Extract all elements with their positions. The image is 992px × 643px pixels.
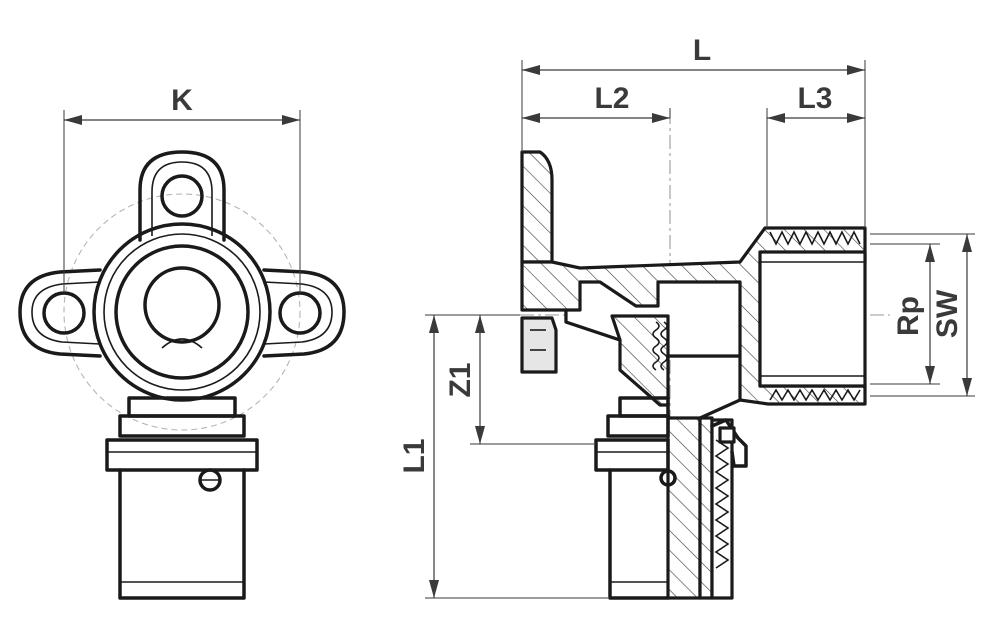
dimension-label-l: L — [693, 34, 711, 67]
body-ring-2 — [103, 233, 261, 391]
o-ring-band — [118, 414, 246, 438]
sleeve-section — [698, 416, 714, 600]
side-inspection-window — [659, 469, 677, 487]
body-bore — [143, 266, 221, 344]
side-press-collar — [594, 438, 670, 472]
press-sleeve — [118, 468, 246, 600]
retaining-clip — [710, 418, 748, 468]
seal-wave-2 — [660, 321, 668, 371]
front-view: K — [18, 84, 346, 600]
flange-outline-hidden — [63, 193, 301, 431]
mounting-ear-left — [18, 268, 102, 358]
grip-teeth — [714, 439, 730, 569]
dimension-label-k: K — [171, 84, 193, 117]
internal-bore — [564, 280, 742, 358]
press-sleeve-collar — [105, 438, 259, 472]
bore-lower-arc — [161, 338, 203, 349]
dimension-label-z1: Z1 — [444, 362, 477, 397]
dimension-label-sw: SW — [931, 289, 964, 338]
mounting-ear-right-inner — [263, 281, 333, 345]
wall-plate-lower — [520, 316, 558, 374]
mounting-hole-top — [160, 174, 204, 218]
mounting-ear-top — [138, 150, 226, 242]
threaded-socket — [758, 250, 867, 388]
side-view: L L2 L3 Rp SW Z1 — [398, 34, 975, 600]
clip-tab — [718, 426, 736, 444]
side-o-ring-band — [606, 414, 670, 438]
mounting-ear-top-inner — [151, 161, 213, 236]
body-ring-3 — [114, 244, 250, 380]
mounting-ear-right — [262, 268, 346, 358]
body-outer-ring — [92, 222, 272, 402]
thread-teeth-bottom — [769, 388, 861, 402]
wall-plate — [520, 150, 554, 264]
side-press-sleeve — [608, 468, 670, 600]
dimension-label-rp: Rp — [892, 296, 925, 336]
sleeve-liner — [710, 418, 734, 600]
thread-teeth-top — [769, 230, 861, 246]
dimension-label-l3: L3 — [797, 82, 832, 115]
mounting-hole-left — [42, 291, 86, 335]
mounting-ear-left-inner — [31, 281, 101, 345]
dimension-label-l2: L2 — [594, 82, 629, 115]
seal-wave — [652, 321, 660, 371]
dimension-label-l1: L1 — [398, 438, 431, 473]
